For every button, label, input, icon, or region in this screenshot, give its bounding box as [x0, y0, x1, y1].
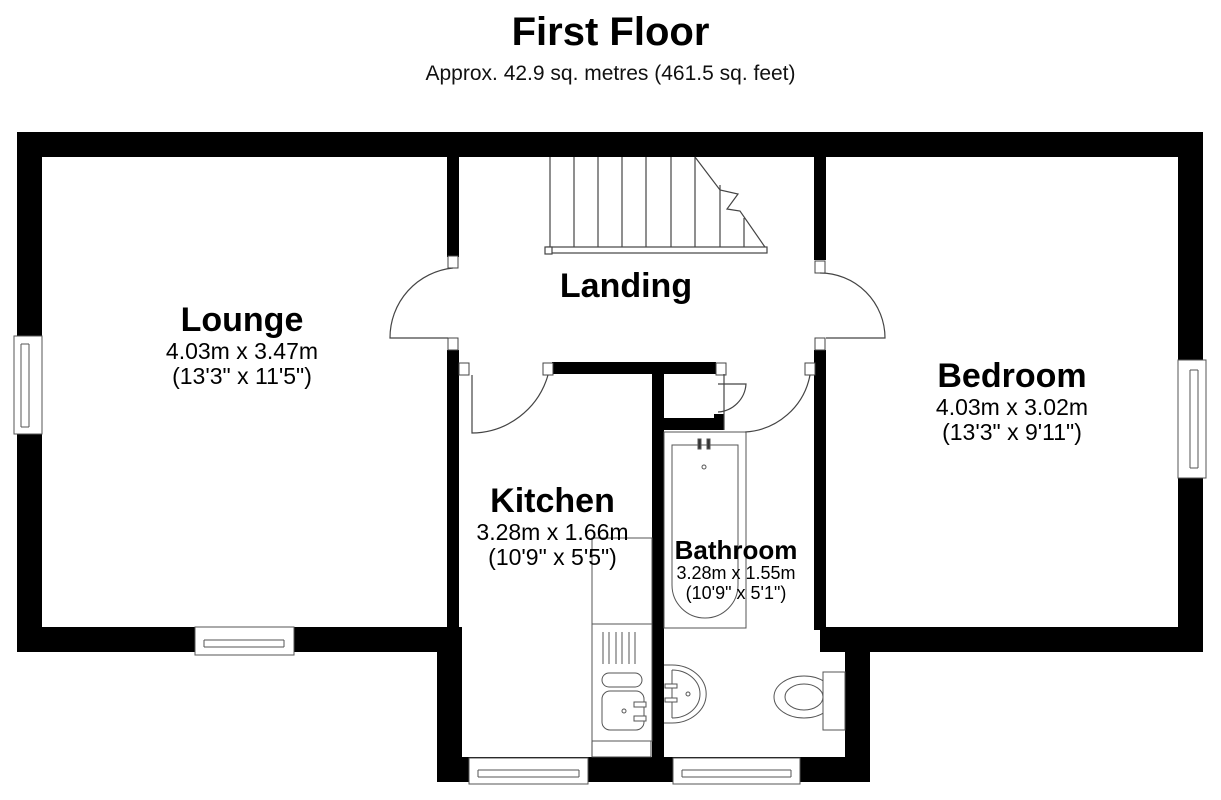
- staircase: [544, 156, 768, 255]
- lounge-south-window-icon: [194, 626, 295, 656]
- basin-icon: [664, 664, 707, 724]
- kitchen-window-icon: [468, 757, 589, 785]
- windows: [13, 335, 1207, 785]
- room-dim-metric: 3.28m x 1.55m: [676, 563, 796, 584]
- kitchen-door-icon: [471, 374, 549, 434]
- room-name: Kitchen: [490, 482, 615, 520]
- room-dim-imperial: (13'3" x 9'11"): [942, 418, 1082, 445]
- room-bathroom: Bathroom 3.28m x 1.55m (10'9" x 5'1"): [656, 536, 816, 603]
- room-dim-metric: 3.28m x 1.66m: [476, 518, 629, 545]
- lounge-west-window-icon: [13, 335, 43, 435]
- room-name: Lounge: [180, 301, 304, 339]
- room-dim-metric: 4.03m x 3.47m: [165, 337, 319, 364]
- bath-icon: [663, 431, 747, 629]
- cupboard-door-icon: [717, 383, 747, 413]
- bedroom-east-window-icon: [1177, 359, 1207, 479]
- room-dim-imperial: (10'9" x 5'1"): [685, 582, 787, 603]
- bathroom-door-icon: [744, 374, 811, 433]
- floor-title: First Floor: [511, 10, 710, 54]
- drainer-icon: [602, 632, 636, 664]
- room-dim-metric: 4.03m x 3.02m: [935, 393, 1089, 420]
- toilet-icon: [773, 671, 846, 731]
- room-kitchen: Kitchen 3.28m x 1.66m (10'9" x 5'5"): [440, 483, 665, 569]
- bathroom-window-icon: [672, 757, 801, 785]
- kitchen-units: [591, 537, 653, 742]
- room-name: Bathroom: [674, 535, 798, 565]
- room-dim-imperial: (10'9" x 5'5"): [488, 543, 617, 570]
- room-dim-imperial: (13'3" x 11'5"): [172, 362, 312, 389]
- room-name: Landing: [559, 267, 693, 305]
- door-swings: [389, 267, 886, 434]
- floor-area: Approx. 42.9 sq. metres (461.5 sq. feet): [425, 62, 796, 85]
- room-name: Bedroom: [937, 357, 1087, 395]
- room-lounge: Lounge 4.03m x 3.47m (13'3" x 11'5"): [112, 302, 372, 388]
- bathroom-fixtures: [663, 431, 846, 731]
- room-landing: Landing: [526, 268, 726, 305]
- kitchen-sink-icon: [601, 672, 647, 731]
- bedroom-door-icon: [819, 272, 886, 339]
- room-bedroom: Bedroom 4.03m x 3.02m (13'3" x 9'11"): [882, 358, 1142, 444]
- walls: [17, 132, 1203, 782]
- lounge-door-icon: [389, 267, 454, 339]
